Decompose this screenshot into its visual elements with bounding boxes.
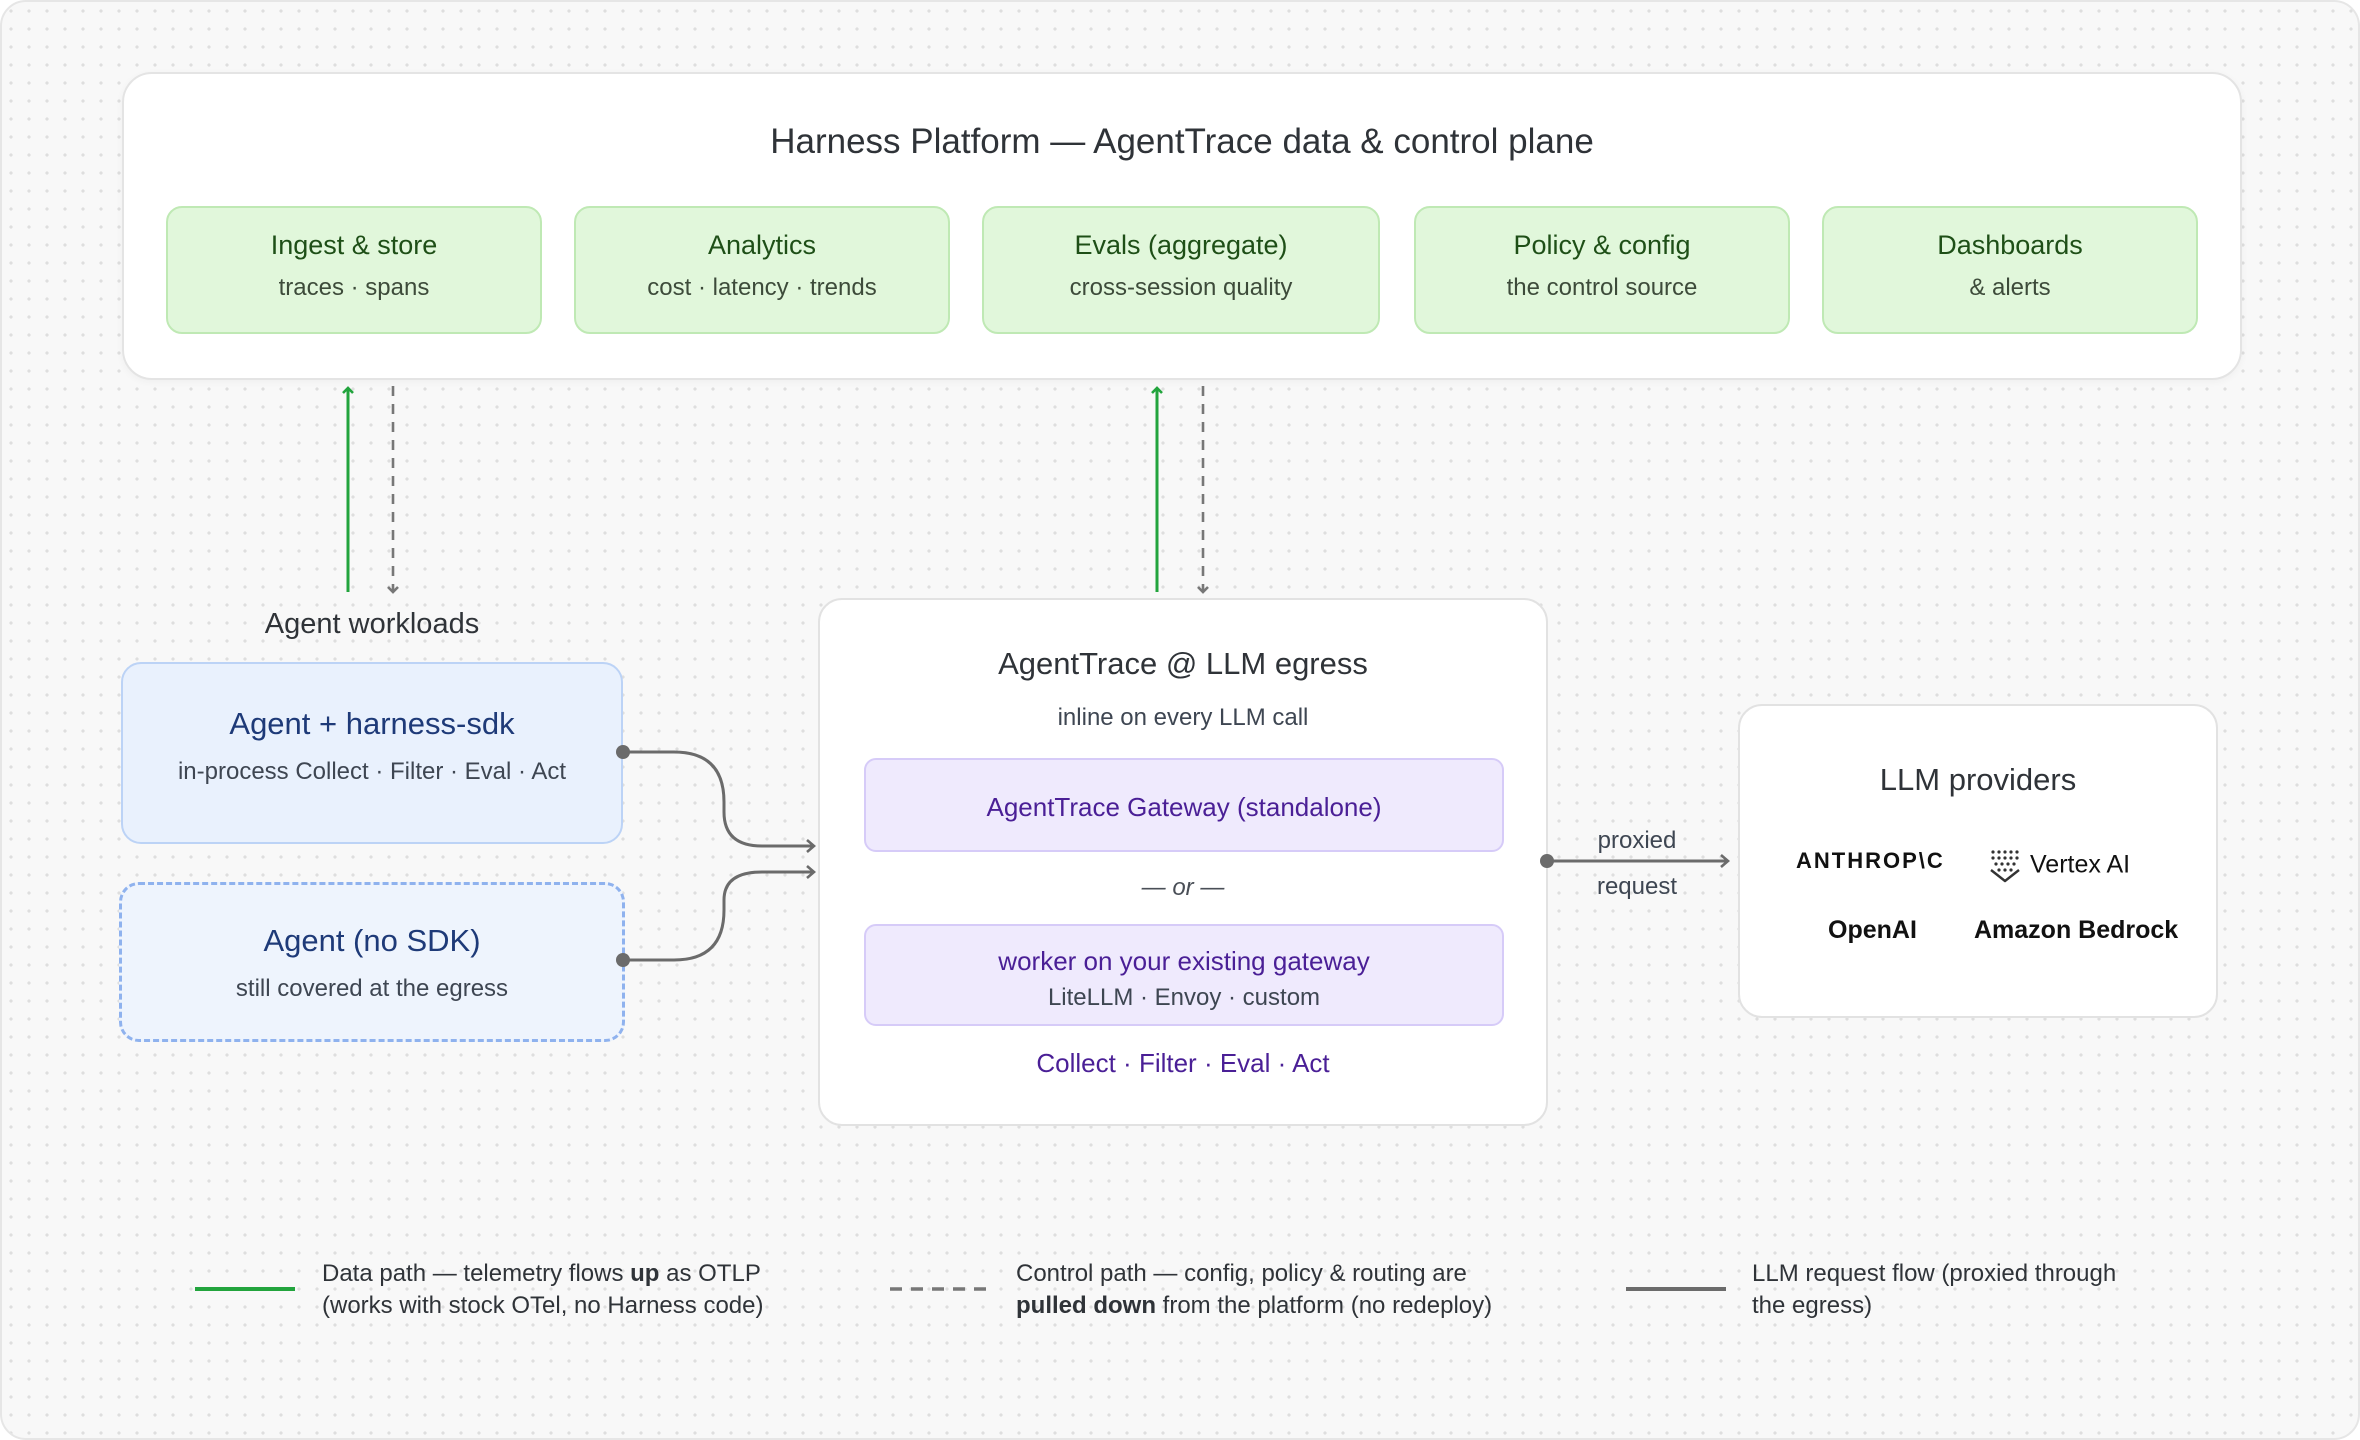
egress-actions: Collect · Filter · Eval · Act [1036, 1048, 1330, 1078]
sdk-agent-flow [623, 750, 816, 853]
card-dashboards: Dashboards & alerts [1822, 206, 2198, 334]
anthropic-logo: ANTHROP\C [1796, 848, 1945, 873]
legend-llm-flow: LLM request flow (proxied through the eg… [1752, 1258, 2172, 1322]
legend-control-bold: pulled down [1016, 1292, 1156, 1319]
legend-control-line1: Control path — config, policy & routing … [1016, 1260, 1467, 1287]
card-subtitle: cost · latency · trends [647, 274, 877, 301]
agent-harness-sdk-box: Agent + harness-sdk in-process Collect ·… [121, 662, 623, 844]
agent-workloads-label: Agent workloads [264, 608, 480, 640]
legend-control-post: from the platform (no redeploy) [1155, 1292, 1493, 1319]
openai-logo: OpenAI [1828, 916, 1917, 944]
gateway-worker-box: worker on your existing gateway LiteLLM … [864, 924, 1504, 1026]
harness-platform-panel: Harness Platform — AgentTrace data & con… [122, 72, 2242, 380]
card-analytics: Analytics cost · latency · trends [574, 206, 950, 334]
proxied-line2: request [1596, 873, 1678, 900]
card-title: Ingest & store [270, 230, 438, 260]
card-policy-config: Policy & config the control source [1414, 206, 1790, 334]
agent-nosdk-subtitle: still covered at the egress [235, 975, 509, 1002]
legend-llm-line2: the egress) [1752, 1292, 1873, 1319]
legend-data-pre: Data path — telemetry flows [322, 1260, 631, 1287]
agent-sdk-subtitle: in-process Collect · Filter · Eval · Act [177, 758, 567, 785]
providers-title: LLM providers [1879, 762, 2077, 797]
gateway-worker-title: worker on your existing gateway [998, 946, 1370, 976]
card-subtitle: the control source [1506, 274, 1698, 301]
legend-data-path: Data path — telemetry flows up as OTLP (… [322, 1258, 842, 1322]
platform-title: Harness Platform — AgentTrace data & con… [770, 122, 1594, 161]
vertex-ai-text: Vertex AI [2030, 850, 2131, 879]
proxied-request-label: proxied request [1562, 818, 1712, 910]
egress-title: AgentTrace @ LLM egress [998, 646, 1368, 681]
vertex-ai-logo: Vertex AI [1988, 848, 2130, 884]
card-title: Analytics [707, 230, 817, 260]
card-subtitle: cross-session quality [1069, 274, 1293, 301]
nosdk-agent-flow [623, 865, 816, 962]
card-subtitle: & alerts [1969, 274, 2051, 301]
card-title: Policy & config [1513, 230, 1691, 260]
card-title: Dashboards [1937, 230, 2083, 260]
card-subtitle: traces · spans [278, 274, 430, 301]
legend-llm-line1: LLM request flow (proxied through [1752, 1260, 2117, 1287]
agenttrace-egress-box: AgentTrace @ LLM egress inline on every … [818, 598, 1548, 1126]
legend-data-line2: (works with stock OTel, no Harness code) [322, 1292, 764, 1319]
or-divider-text: — or — [1141, 874, 1225, 901]
legend-control-path: Control path — config, policy & routing … [1016, 1258, 1556, 1322]
egress-subtitle: inline on every LLM call [1057, 704, 1309, 731]
gateway-worker-subtitle: LiteLLM · Envoy · custom [1047, 984, 1321, 1011]
proxied-line1: proxied [1597, 827, 1677, 854]
agent-sdk-title: Agent + harness-sdk [229, 706, 515, 741]
amazon-bedrock-logo: Amazon Bedrock [1974, 916, 2179, 944]
card-title: Evals (aggregate) [1074, 230, 1288, 260]
legend-data-post: as OTLP [659, 1260, 761, 1287]
vertex-ai-icon [1990, 850, 2020, 883]
llm-providers-box: LLM providers ANTHROP\C Vertex AI OpenAI… [1738, 704, 2218, 1018]
gateway-standalone-box: AgentTrace Gateway (standalone) [864, 758, 1504, 852]
legend-data-bold: up [630, 1260, 660, 1287]
gateway-standalone-label: AgentTrace Gateway (standalone) [986, 792, 1382, 822]
agent-no-sdk-box: Agent (no SDK) still covered at the egre… [119, 882, 625, 1042]
card-ingest-store: Ingest & store traces · spans [166, 206, 542, 334]
agent-nosdk-title: Agent (no SDK) [263, 923, 481, 958]
card-evals-aggregate: Evals (aggregate) cross-session quality [982, 206, 1380, 334]
